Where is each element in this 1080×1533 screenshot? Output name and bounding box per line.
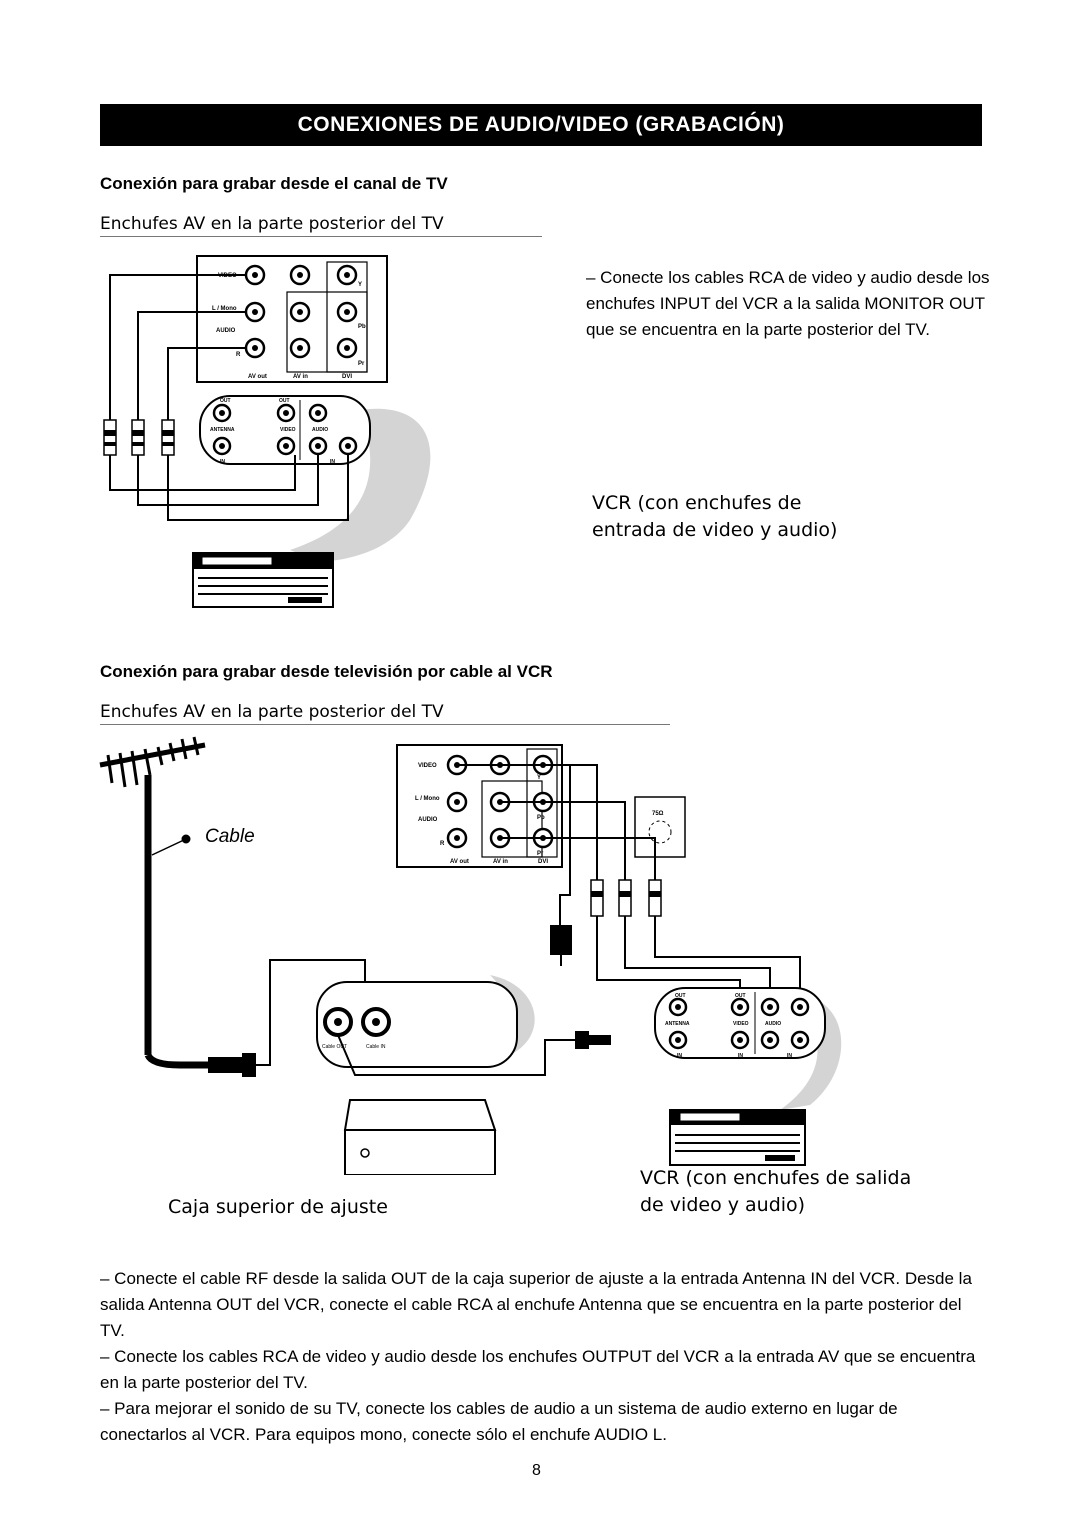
cable-label: Cable xyxy=(205,826,255,847)
svg-text:OUT: OUT xyxy=(735,993,746,999)
diagram-record-from-tv: VIDEO L / Mono AUDIO R Y Pb Pr AV out AV… xyxy=(103,255,431,608)
svg-text:R: R xyxy=(236,352,241,358)
svg-text:AV in: AV in xyxy=(293,374,308,380)
svg-text:75Ω: 75Ω xyxy=(652,811,664,817)
svg-text:IN: IN xyxy=(738,1053,743,1059)
svg-text:ANTENNA: ANTENNA xyxy=(665,1021,690,1027)
svg-text:AV in: AV in xyxy=(493,859,508,865)
svg-text:VIDEO: VIDEO xyxy=(418,763,437,769)
svg-text:AV out: AV out xyxy=(450,859,469,865)
note-item: – Conecte los cables RCA de video y audi… xyxy=(100,1347,976,1392)
svg-text:Cable OUT: Cable OUT xyxy=(322,1044,347,1050)
svg-text:DVI: DVI xyxy=(538,859,548,865)
note-item: – Conecte el cable RF desde la salida OU… xyxy=(100,1269,972,1340)
section2-underline xyxy=(100,724,670,725)
svg-text:Pr: Pr xyxy=(358,361,365,367)
section1-vcr-caption: VCR (con enchufes de entrada de video y … xyxy=(592,492,838,541)
section2-heading: Conexión para grabar desde televisión po… xyxy=(100,662,553,681)
note-item: – Para mejorar el sonido de su TV, conec… xyxy=(100,1399,898,1444)
svg-text:ANTENNA: ANTENNA xyxy=(210,427,235,433)
settop-box-caption: Caja superior de ajuste xyxy=(168,1196,388,1218)
vcr-panel xyxy=(654,987,826,1059)
svg-text:IN: IN xyxy=(677,1053,682,1059)
section1-heading: Conexión para grabar desde el canal de T… xyxy=(100,174,448,193)
svg-text:OUT: OUT xyxy=(279,398,290,404)
svg-text:VIDEO: VIDEO xyxy=(280,427,296,433)
section1-underline xyxy=(100,236,542,237)
svg-text:AUDIO: AUDIO xyxy=(216,328,236,334)
svg-text:Y: Y xyxy=(537,775,541,781)
section2-subheading: Enchufes AV en la parte posterior del TV xyxy=(100,702,444,722)
svg-text:OUT: OUT xyxy=(220,398,231,404)
section2-vcr-caption: VCR (con enchufes de salida de video y a… xyxy=(640,1167,912,1216)
svg-text:IN: IN xyxy=(787,1053,792,1059)
wall-outlet: 75Ω xyxy=(634,796,686,858)
vcr-device-icon xyxy=(669,1109,806,1166)
section1-instruction: – Conecte los cables RCA de video y audi… xyxy=(586,268,990,339)
svg-text:Pr: Pr xyxy=(537,851,544,857)
diagram-record-from-cable: Cable VIDEO L / Mono AUDIO R Y Pb Pr AV … xyxy=(99,736,842,1175)
settop-rear-panel xyxy=(316,981,518,1068)
section1-subheading: Enchufes AV en la parte posterior del TV xyxy=(100,214,444,234)
svg-text:Pb: Pb xyxy=(358,324,366,330)
svg-text:L / Mono: L / Mono xyxy=(415,796,440,802)
svg-text:AV out: AV out xyxy=(248,374,267,380)
svg-text:AUDIO: AUDIO xyxy=(418,817,438,823)
page-number: 8 xyxy=(532,1462,541,1479)
svg-text:VIDEO: VIDEO xyxy=(733,1021,749,1027)
antenna-icon xyxy=(99,736,208,1069)
svg-text:DVI: DVI xyxy=(342,374,352,380)
svg-text:AUDIO: AUDIO xyxy=(312,427,328,433)
svg-text:OUT: OUT xyxy=(675,993,686,999)
svg-text:AUDIO: AUDIO xyxy=(765,1021,781,1027)
vcr-panel xyxy=(199,395,371,465)
svg-text:IN: IN xyxy=(220,459,225,465)
svg-text:L / Mono: L / Mono xyxy=(212,306,237,312)
svg-text:IN: IN xyxy=(330,459,335,465)
settop-box-icon xyxy=(343,1099,497,1175)
notes-list: – Conecte el cable RF desde la salida OU… xyxy=(100,1266,980,1448)
svg-text:Cable IN: Cable IN xyxy=(366,1044,386,1050)
svg-text:Y: Y xyxy=(358,282,362,288)
svg-text:R: R xyxy=(440,841,445,847)
page-title: CONEXIONES DE AUDIO/VIDEO (GRABACIÓN) xyxy=(100,104,982,146)
vcr-device-icon xyxy=(192,552,334,608)
svg-text:Pb: Pb xyxy=(537,815,545,821)
